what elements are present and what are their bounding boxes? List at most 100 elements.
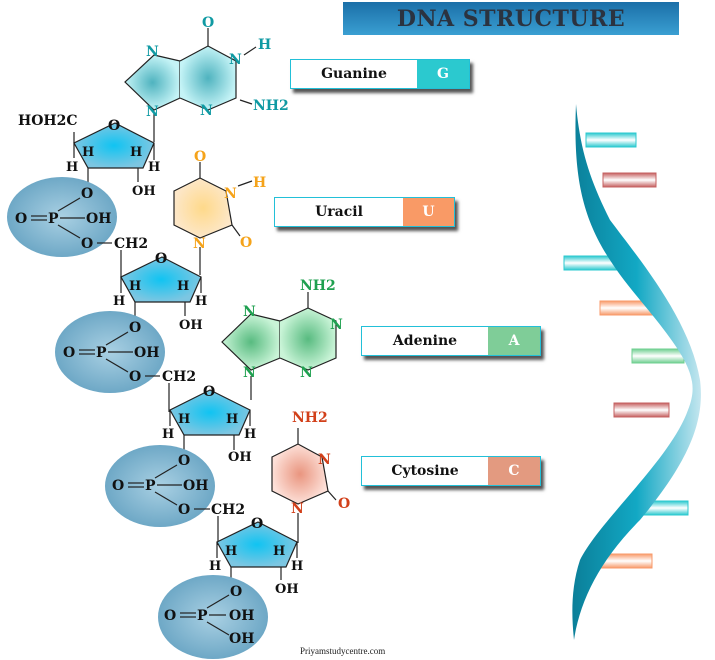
uracil-o: O [194,149,206,165]
adenine-n3: N [300,365,313,381]
helix-rung [602,172,657,188]
watermark: Priyamstudycentre.com [300,646,386,656]
sugar1-h: H [130,145,142,160]
diagram-title: DNA STRUCTURE [343,2,679,35]
phosphate-2-bonds [79,331,170,412]
adenine-nh2: NH2 [300,278,336,294]
p3-ch2: CH2 [211,502,245,518]
sugar2-h: H [129,279,141,294]
uracil-h: H [253,175,266,191]
label-guanine: Guanine G [290,59,470,89]
sugar1-o: O [108,118,120,134]
sugar3-h: H [178,412,190,427]
sugar3-h: H [162,427,174,442]
uracil-o2: O [240,235,252,251]
p1-ch2: CH2 [114,236,148,252]
sugar2-h: H [195,294,207,309]
sugar3-h: H [226,412,238,427]
label-adenine: Adenine A [361,326,541,356]
sugar2-h: H [177,279,189,294]
p2-o: O [129,369,141,385]
sugar1-h: H [148,160,160,175]
p3-o: O [178,453,190,469]
cytosine-o: O [338,496,350,512]
adenine-n1: N [330,317,343,333]
p4-o: O [230,584,242,600]
guanine-h: H [258,37,271,53]
helix-rung [631,348,685,364]
sugar3-h: H [244,427,256,442]
p4-oh: OH [229,608,254,624]
guanine-nh2: NH2 [253,98,289,114]
dna-helix-illustration [563,104,701,640]
phosphate-3 [105,445,215,527]
label-uracil-name: Uracil [315,204,363,220]
sugar3-o: O [203,384,215,400]
phosphate-1 [7,177,117,257]
sugar-1 [73,122,155,185]
guanine-n7: N [146,44,159,60]
phosphate-1-bonds [31,197,122,278]
helix-strand [572,104,701,640]
cytosine-n3: N [318,452,331,468]
p1-o: O [81,186,93,202]
label-uracil: Uracil U [274,197,455,227]
sugar4-h: H [291,559,303,574]
label-cytosine-code: C [488,457,540,485]
p3-o: O [112,478,124,494]
p3-o: O [178,502,190,518]
sugar2-o: O [155,251,167,267]
cytosine-nh2: NH2 [292,410,328,426]
uracil-n3: N [224,186,237,202]
helix-rung [585,132,637,148]
adenine-molecule [221,292,337,400]
sugar1-h: H [82,145,94,160]
adenine-n7: N [243,304,256,320]
label-cytosine-name: Cytosine [391,463,459,479]
sugar2-oh: OH [179,318,203,333]
guanine-o: O [202,15,214,31]
cytosine-n1: N [291,501,304,517]
sugar-4 [216,521,298,583]
p2-oh: OH [134,345,159,361]
guanine-n9: N [146,104,159,120]
uracil-molecule [173,162,253,275]
p2-p: P [96,345,107,361]
p2-o: O [129,320,141,336]
p2-o: O [63,345,75,361]
cytosine-molecule [271,428,337,543]
sugar4-h: H [273,544,285,559]
sugar1-h: H [66,160,78,175]
p1-o: O [81,236,93,252]
sugar4-o: O [251,516,263,532]
sugar-2 [120,256,202,318]
sugar2-h: H [113,294,125,309]
sugar4-h: H [225,544,237,559]
p3-oh: OH [183,478,208,494]
p1-o: O [15,211,27,227]
p1-p: P [48,211,59,227]
uracil-n1: N [193,236,206,252]
phosphate-4-bonds [180,594,230,636]
p4-oh: OH [229,631,254,647]
sugar1-hoh2c: HOH2C [18,113,78,129]
guanine-n1: N [229,52,242,68]
label-cytosine: Cytosine C [361,456,541,486]
p4-o: O [164,608,176,624]
sugar-3 [169,389,251,452]
p1-oh: OH [86,211,111,227]
sugar4-oh: OH [275,582,299,597]
title-text: DNA STRUCTURE [396,5,626,32]
sugar1-oh: OH [132,184,156,199]
p4-p: P [197,608,208,624]
phosphate-3-bonds [128,464,219,545]
sugar3-oh: OH [228,450,252,465]
guanine-n3: N [200,103,213,119]
p2-ch2: CH2 [162,369,196,385]
sugar4-h: H [209,559,221,574]
label-uracil-code: U [403,198,454,226]
label-adenine-code: A [488,327,540,355]
label-guanine-code: G [417,60,469,88]
p3-p: P [145,478,156,494]
